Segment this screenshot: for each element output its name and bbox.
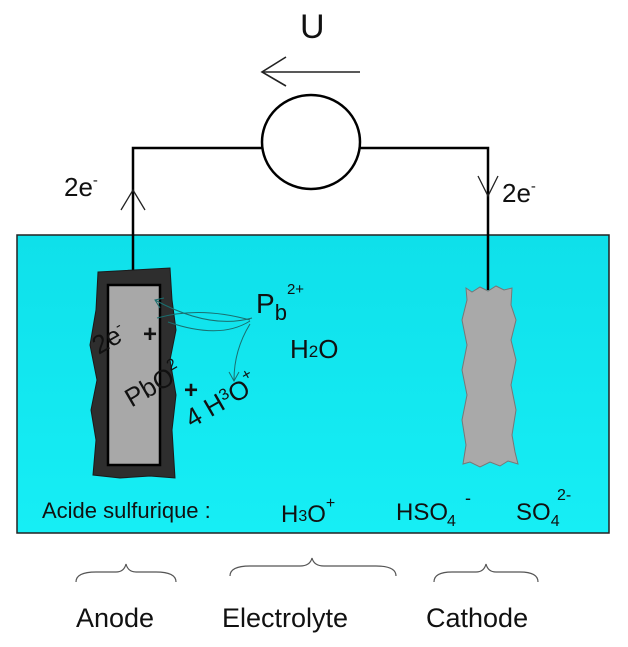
plus-sign-2: +	[184, 377, 198, 404]
reaction-arrows-icon	[154, 297, 253, 383]
electrons-left-label: 2e-	[64, 172, 98, 202]
cathode-electrode	[461, 285, 519, 468]
anode-brace-icon	[75, 563, 177, 583]
generator-symbol	[260, 93, 362, 191]
anode-region-label: Anode	[76, 603, 154, 633]
water-label: H2O	[290, 334, 338, 364]
voltage-label: U	[300, 8, 325, 46]
so4-label: SO4	[516, 499, 560, 530]
so4-charge: 2-	[557, 487, 571, 504]
acid-h3o-label: H3O+	[281, 495, 335, 528]
electrons-right-label: 2e-	[502, 178, 536, 208]
pb-ion-label: Pb2+	[256, 281, 304, 325]
electrolyte-region-label: Electrolyte	[222, 603, 348, 633]
cathode-region-label: Cathode	[426, 603, 528, 633]
current-arrow-icon	[260, 56, 360, 87]
electron-arrow-up-icon	[120, 188, 146, 211]
electrolyte-brace-icon	[229, 557, 397, 577]
acid-label: Acide sulfurique :	[42, 498, 211, 523]
electron-arrow-down-icon	[477, 175, 499, 198]
cathode-brace-icon	[433, 563, 539, 583]
plus-sign-1: +	[143, 321, 157, 348]
hso4-label: HSO4	[396, 499, 456, 530]
hso4-charge: -	[465, 488, 471, 508]
anode-electrode	[106, 283, 162, 467]
